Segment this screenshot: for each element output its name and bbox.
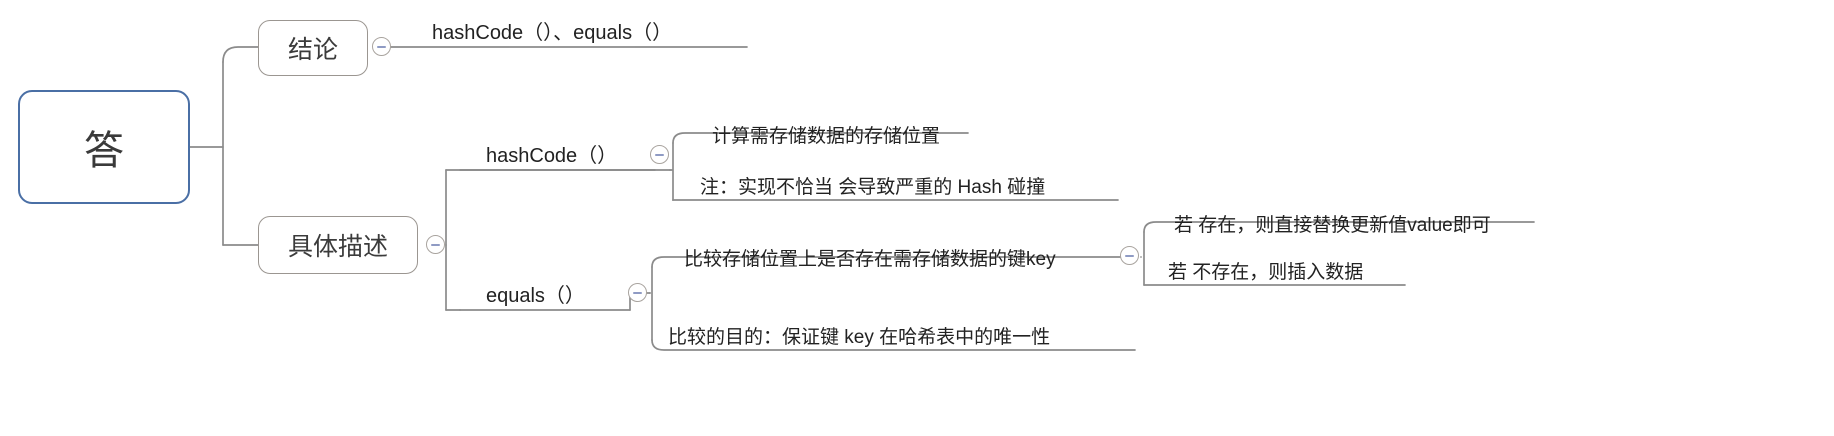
collapse-toggle-equals[interactable] bbox=[628, 283, 647, 302]
leaf-equals-child-2[interactable]: 比较的目的：保证键 key 在哈希表中的唯一性 bbox=[660, 316, 1130, 352]
leaf-hashcode-child-1[interactable]: 计算需存储数据的存储位置 bbox=[704, 117, 974, 151]
node-detail[interactable]: 具体描述 bbox=[258, 216, 418, 274]
leaf-hashcode-child-1-label: 计算需存储数据的存储位置 bbox=[712, 126, 941, 147]
leaf-equals-child-2-label: 比较的目的：保证键 key 在哈希表中的唯一性 bbox=[668, 327, 1051, 348]
collapse-toggle-detail[interactable] bbox=[426, 235, 445, 254]
root-node-label: 答 bbox=[84, 129, 124, 173]
leaf-hashcode[interactable]: hashCode（） bbox=[478, 136, 658, 172]
leaf-equals[interactable]: equals（） bbox=[478, 276, 638, 312]
leaf-equals-child-1[interactable]: 比较存储位置上是否存在需存储数据的键key bbox=[676, 240, 1126, 274]
leaf-conclusion-child-label: hashCode（）、equals（） bbox=[432, 22, 673, 44]
leaf-hashcode-child-2-label: 注：实现不恰当 会导致严重的 Hash 碰撞 bbox=[700, 177, 1046, 198]
collapse-toggle-equals-child-1[interactable] bbox=[1120, 246, 1139, 265]
leaf-hashcode-child-2[interactable]: 注：实现不恰当 会导致严重的 Hash 碰撞 bbox=[692, 166, 1122, 202]
leaf-not-exists-label: 若 不存在，则插入数据 bbox=[1168, 262, 1364, 283]
leaf-exists-label: 若 存在，则直接替换更新值value即可 bbox=[1174, 215, 1491, 236]
collapse-toggle-conclusion[interactable] bbox=[372, 37, 391, 56]
leaf-hashcode-label: hashCode（） bbox=[486, 145, 618, 167]
leaf-conclusion-child[interactable]: hashCode（）、equals（） bbox=[424, 12, 754, 48]
collapse-toggle-hashcode[interactable] bbox=[650, 145, 669, 164]
root-node[interactable]: 答 bbox=[18, 90, 190, 204]
leaf-equals-label: equals（） bbox=[486, 285, 585, 307]
node-conclusion-label: 结论 bbox=[287, 36, 338, 64]
node-detail-label: 具体描述 bbox=[287, 233, 388, 261]
leaf-equals-child-1-label: 比较存储位置上是否存在需存储数据的键key bbox=[684, 249, 1056, 270]
leaf-exists[interactable]: 若 存在，则直接替换更新值value即可 bbox=[1166, 206, 1536, 240]
node-conclusion[interactable]: 结论 bbox=[258, 20, 368, 76]
leaf-not-exists[interactable]: 若 不存在，则插入数据 bbox=[1160, 253, 1410, 287]
